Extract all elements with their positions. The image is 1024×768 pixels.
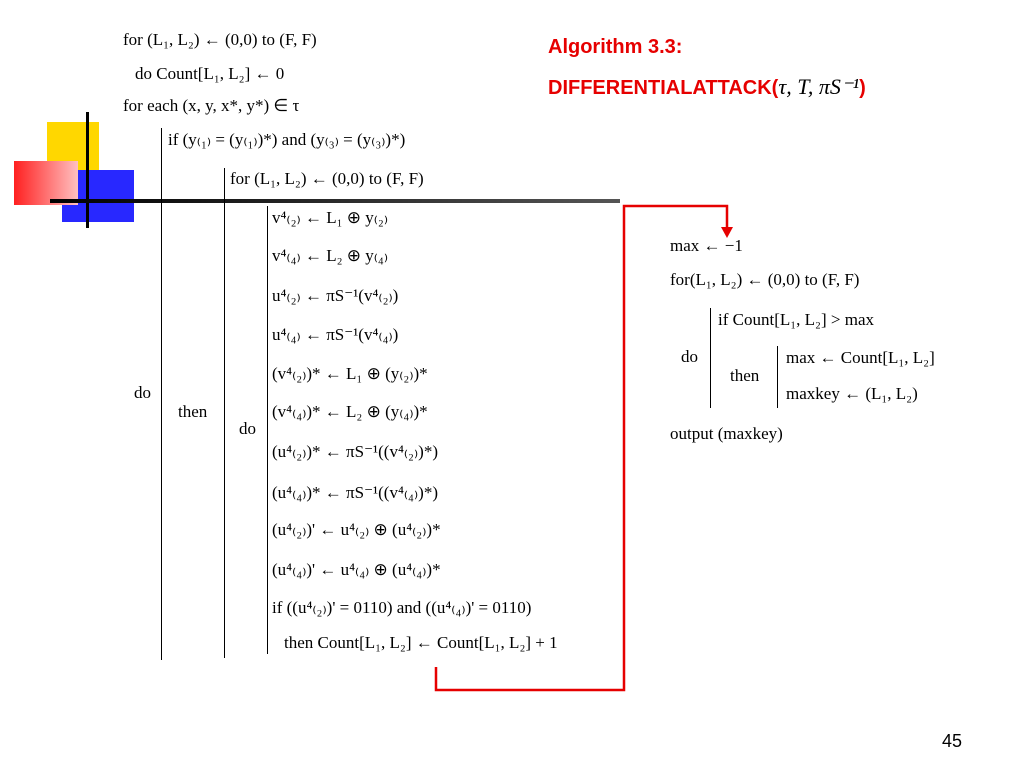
then-label: then	[178, 402, 208, 421]
main-line-9: u⁴₍₄₎ ← πS⁻¹(v⁴₍₄₎)	[272, 325, 399, 344]
main-line-14: (u⁴₍₂₎)' ← u⁴₍₂₎ ⊕ (u⁴₍₂₎)*	[272, 520, 441, 539]
signature-suffix: )	[859, 77, 866, 99]
right-do-label: do	[681, 347, 698, 366]
main-line-2: do Count[L₁, L₂] ← 0	[135, 64, 285, 83]
main-line-3: for each (x, y, x*, y*) ∈ τ	[123, 96, 300, 115]
inner-do-label: do	[239, 419, 256, 438]
main-line-6: v⁴₍₂₎ ← L₁ ⊕ y₍₂₎	[272, 208, 389, 227]
signature-prefix: DIFFERENTIALATTACK(	[548, 77, 779, 99]
main-line-15: (u⁴₍₄₎)' ← u⁴₍₄₎ ⊕ (u⁴₍₄₎)*	[272, 560, 441, 579]
connector-line	[434, 204, 729, 692]
main-line-10: (v⁴₍₂₎)* ← L₁ ⊕ (y₍₂₎)*	[272, 364, 428, 383]
right-line-4: max ← Count[L₁, L₂]	[786, 348, 935, 367]
right-line-2: for(L₁, L₂) ← (0,0) to (F, F)	[670, 270, 860, 289]
deco-horizontal-rule	[50, 199, 620, 203]
deco-red-square	[14, 161, 78, 205]
main-line-16: if ((u⁴₍₂₎)' = 0110) and ((u⁴₍₄₎)' = 011…	[272, 598, 532, 617]
main-line-5: for (L₁, L₂) ← (0,0) to (F, F)	[230, 169, 424, 188]
main-line-11: (v⁴₍₄₎)* ← L₂ ⊕ (y₍₄₎)*	[272, 402, 428, 421]
algorithm-signature: DIFFERENTIALATTACK(τ, T, πS⁻¹)	[548, 74, 866, 100]
main-line-1: for (L₁, L₂) ← (0,0) to (F, F)	[123, 30, 317, 49]
main-line-4: if (y₍₁₎ = (y₍₁₎)*) and (y₍₃₎ = (y₍₃₎)*)	[168, 130, 406, 149]
main-line-13: (u⁴₍₄₎)* ← πS⁻¹((v⁴₍₄₎)*)	[272, 483, 438, 502]
do-bracket	[161, 128, 162, 660]
page-number: 45	[941, 731, 962, 751]
right-line-5: maxkey ← (L₁, L₂)	[786, 384, 918, 403]
right-then-bracket	[777, 346, 778, 408]
main-line-8: u⁴₍₂₎ ← πS⁻¹(v⁴₍₂₎)	[272, 286, 399, 305]
right-line-3: if Count[L₁, L₂] > max	[718, 310, 874, 329]
algorithm-title: Algorithm 3.3:	[548, 36, 683, 58]
main-line-7: v⁴₍₄₎ ← L₂ ⊕ y₍₄₎	[272, 246, 389, 265]
then-bracket	[224, 168, 225, 658]
right-do-bracket	[710, 308, 711, 408]
right-line-6: output (maxkey)	[670, 424, 783, 443]
signature-args: τ, T, πS⁻¹	[778, 74, 860, 99]
main-line-17: then Count[L₁, L₂] ← Count[L₁, L₂] + 1	[284, 633, 558, 652]
inner-do-bracket	[267, 206, 268, 654]
deco-vertical-line	[86, 112, 89, 228]
do-label: do	[134, 383, 151, 402]
right-line-1: max ← −1	[670, 236, 743, 255]
arrowhead-icon	[721, 227, 733, 238]
right-then-label: then	[730, 366, 760, 385]
main-line-12: (u⁴₍₂₎)* ← πS⁻¹((v⁴₍₂₎)*)	[272, 442, 438, 461]
